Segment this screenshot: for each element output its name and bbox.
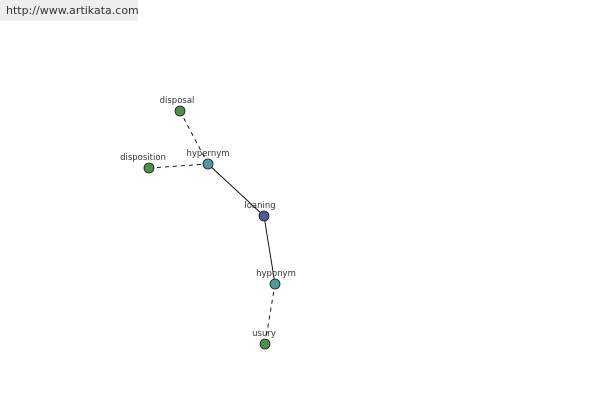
site-url-link[interactable]: http://www.artikata.com (6, 4, 139, 17)
node-circle-hyponym[interactable] (269, 278, 281, 290)
node-circle-loaning[interactable] (258, 210, 270, 222)
graph-nodes: disposal disposition hypernym loaning hypony… (120, 96, 296, 350)
node-label-hyponym[interactable]: hyponym (256, 269, 296, 279)
node-loaning[interactable]: loaning (244, 201, 276, 222)
node-label-hypernym[interactable]: hypernym (186, 149, 229, 159)
node-disposal[interactable]: disposal (160, 96, 195, 117)
url-bar: http://www.artikata.com (0, 0, 139, 21)
node-label-usury[interactable]: usury (252, 329, 276, 339)
node-circle-disposal[interactable] (174, 105, 186, 117)
node-circle-hypernym[interactable] (202, 158, 214, 170)
node-circle-disposition[interactable] (143, 162, 155, 174)
graph-edges (148, 110, 276, 345)
node-label-disposal[interactable]: disposal (160, 96, 195, 106)
edge-hypernym-loaning (207, 163, 265, 217)
edge-hyponym-usury (264, 283, 276, 345)
edge-loaning-hyponym (263, 215, 276, 285)
node-hyponym[interactable]: hyponym (256, 269, 296, 290)
node-label-loaning[interactable]: loaning (244, 201, 275, 211)
node-label-disposition[interactable]: disposition (120, 153, 166, 163)
node-circle-usury[interactable] (259, 338, 271, 350)
edge-disposal-hypernym (179, 110, 209, 165)
node-hypernym[interactable]: hypernym (186, 149, 230, 170)
node-disposition[interactable]: disposition (120, 153, 166, 174)
edge-disposition-hypernym (148, 163, 209, 169)
node-usury[interactable]: usury (252, 329, 276, 350)
